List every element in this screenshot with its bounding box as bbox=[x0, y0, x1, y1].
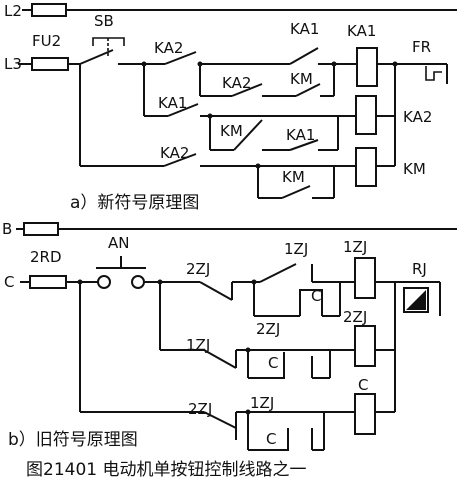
coil-ka2-label: KA2 bbox=[403, 108, 432, 126]
relay-fr-label: FR bbox=[412, 38, 431, 56]
fuse-fu2 bbox=[31, 57, 69, 71]
rail-label-c: C bbox=[4, 273, 14, 291]
contact-ka1-mid-label: KA1 bbox=[158, 94, 187, 112]
rail-l2-fuse bbox=[31, 3, 67, 17]
coil-2zj bbox=[354, 325, 376, 367]
contact-1zj-top bbox=[259, 263, 297, 283]
coil-1zj bbox=[354, 257, 376, 299]
contact-ka1-row2-label: KA1 bbox=[286, 126, 315, 144]
rail-b-fuse bbox=[23, 222, 59, 236]
contact-2zj-top bbox=[199, 281, 233, 301]
contact-ka2-bottom-label: KA2 bbox=[160, 144, 189, 162]
contact-km-row2-label: KM bbox=[220, 122, 243, 140]
coil-ka2 bbox=[355, 95, 377, 135]
relay-rj-symbol bbox=[406, 290, 426, 310]
contact-ka2-top-label: KA2 bbox=[154, 39, 183, 57]
button-an-left-terminal bbox=[97, 275, 111, 289]
contact-ka2-bottom bbox=[163, 153, 197, 167]
rail-label-l2: L2 bbox=[4, 2, 22, 20]
rail-label-l3: L3 bbox=[4, 55, 22, 73]
contact-km-row2 bbox=[233, 119, 263, 151]
contact-2zj-bottom bbox=[203, 411, 237, 429]
contact-c-top bbox=[299, 289, 323, 316]
coil-2zj-label: 2ZJ bbox=[343, 308, 367, 326]
coil-km bbox=[355, 147, 377, 187]
contact-km-mid bbox=[295, 83, 321, 97]
coil-ka1 bbox=[356, 47, 378, 87]
contact-km-bottom-label: KM bbox=[282, 168, 305, 186]
figure-caption: 图21401 电动机单按钮控制线路之一 bbox=[26, 460, 306, 480]
contact-c-bottom-label: C bbox=[266, 430, 276, 448]
contact-c-mid-label: C bbox=[268, 354, 278, 372]
contact-ka1-top bbox=[289, 47, 319, 65]
coil-ka1-label: KA1 bbox=[347, 22, 376, 40]
contact-2zj-mid-label: 2ZJ bbox=[256, 320, 280, 338]
contact-1zj-bottom-label: 1ZJ bbox=[250, 394, 274, 412]
fuse-2rd-label: 2RD bbox=[30, 248, 62, 266]
contact-ka1-mid bbox=[167, 103, 199, 117]
coil-c bbox=[354, 393, 376, 435]
caption-a: a）新符号原理图 bbox=[70, 193, 199, 213]
contact-ka2-mid bbox=[231, 83, 263, 97]
contact-2zj-top-label: 2ZJ bbox=[186, 260, 210, 278]
caption-b: b）旧符号原理图 bbox=[8, 430, 138, 450]
relay-fr-symbol bbox=[425, 66, 442, 81]
contact-c-mid bbox=[248, 352, 285, 379]
button-an-right-terminal bbox=[131, 275, 145, 289]
contact-km-bottom bbox=[281, 185, 311, 199]
contact-1zj-top-label: 1ZJ bbox=[284, 240, 308, 258]
coil-1zj-label: 1ZJ bbox=[343, 238, 367, 256]
coil-km-label: KM bbox=[403, 160, 426, 178]
fuse-2rd bbox=[29, 275, 67, 289]
diagram-a: L2 L3 FU2 SB KA2 KA1 KA1 FR K bbox=[4, 2, 457, 213]
diagram-b: B C 2RD AN 2ZJ 1ZJ 1ZJ RJ bbox=[2, 220, 457, 451]
contact-c-bottom bbox=[248, 428, 289, 451]
relay-rj-label: RJ bbox=[412, 260, 427, 278]
button-sb-contact bbox=[79, 49, 114, 65]
contact-c-top-label: C bbox=[311, 287, 321, 305]
fuse-fu2-label: FU2 bbox=[32, 32, 61, 50]
button-an-label: AN bbox=[108, 234, 129, 252]
contact-ka1-row2 bbox=[289, 139, 319, 151]
button-sb-label: SB bbox=[94, 12, 114, 30]
contact-1zj-mid bbox=[203, 349, 237, 369]
contact-ka1-top-label: KA1 bbox=[290, 20, 319, 38]
coil-c-label: C bbox=[358, 376, 368, 394]
rail-label-b: B bbox=[2, 220, 12, 238]
contact-ka2-top bbox=[164, 51, 197, 65]
contact-km-mid-label: KM bbox=[290, 70, 313, 88]
contact-ka2-mid-label: KA2 bbox=[222, 74, 251, 92]
